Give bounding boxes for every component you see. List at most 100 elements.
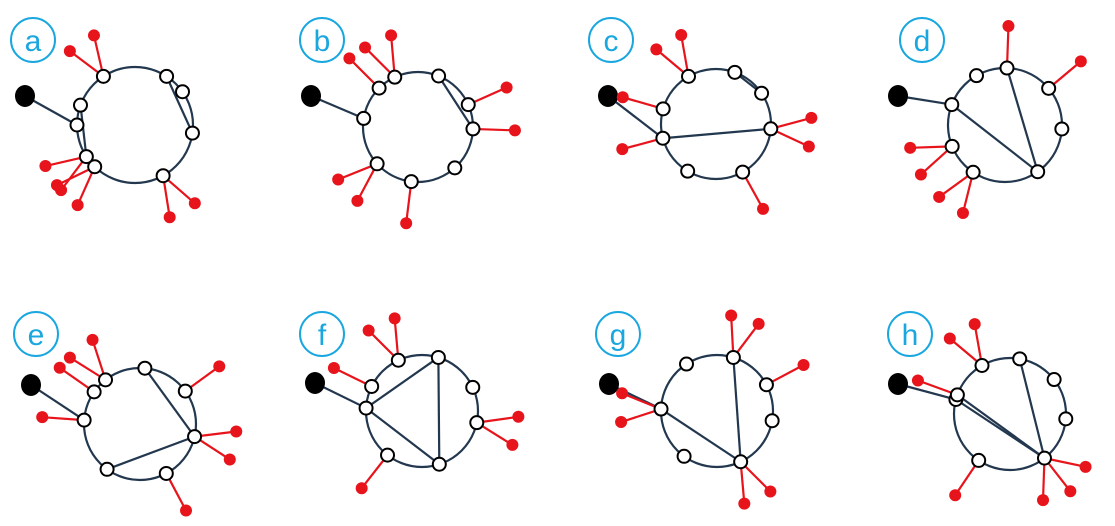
panel-d-label: d [914,25,931,58]
external-endpoint-b-3-0 [508,124,521,137]
external-endpoint-g-6-1 [615,416,628,429]
panel-g-label: g [610,319,627,352]
external-endpoint-b-0-0 [385,29,398,42]
loop-vertex-a-7 [69,117,85,133]
external-endpoint-e-7-0 [53,361,66,374]
external-endpoint-b-6-0 [332,173,345,186]
loop-vertex-f-2 [465,379,481,395]
panel-g-badge [595,311,641,357]
external-endpoint-c-4-0 [757,202,770,215]
external-endpoint-f-3-1 [512,410,525,423]
panel-h-label: h [902,319,919,352]
chord-g-1 [660,408,742,463]
loop-vertex-d-0 [969,68,984,84]
external-endpoint-c-7-0 [616,91,629,104]
panel-f: f [299,311,525,495]
loop-vertex-a-8 [72,97,88,113]
chord-f-2 [365,407,440,466]
loop-vertex-f-1 [430,349,446,365]
external-endpoint-c-3-1 [805,111,818,124]
panel-a-badge [10,17,56,63]
external-endpoint-d-5-0 [933,190,946,203]
external-endpoint-e-0-1 [63,351,76,364]
external-endpoint-c-0-1 [650,43,663,56]
loop-vertex-h-0 [974,358,990,374]
external-endpoint-e-6-0 [36,411,49,424]
loop-vertex-c-7 [655,101,671,117]
panel-c-label: c [604,25,619,58]
external-endpoint-d-1-0 [1002,20,1015,33]
panel-a: a [10,17,201,224]
loop-vertex-c-5 [680,163,696,179]
loop-vertex-h-3 [1058,411,1074,427]
loop-vertex-g-4 [733,454,749,470]
loop-vertex-a-0 [95,68,111,84]
external-endpoint-e-2-0 [213,360,226,373]
external-endpoint-g-2-0 [797,358,810,371]
loop-circle-g [659,353,775,469]
root-node-d [888,85,908,107]
external-endpoint-f-3-0 [506,438,519,451]
loop-vertex-e-5 [99,461,115,477]
loop-vertex-f-3 [469,415,485,431]
loop-vertex-g-2 [758,377,774,393]
loop-vertex-h-2 [1046,372,1062,388]
chord-g-0 [732,357,742,462]
loop-vertex-c-0 [681,68,696,84]
root-stem-e [30,384,85,422]
root-node-b [301,85,321,107]
external-endpoint-a-4-1 [188,197,201,210]
external-endpoint-e-4-0 [180,504,193,517]
external-endpoint-d-2-0 [1074,55,1087,68]
chord-a-1 [79,105,88,157]
loop-vertex-g-1 [725,349,741,365]
loop-vertex-e-0 [98,372,114,388]
panel-h: h [887,311,1092,507]
chord-a-0 [165,75,194,134]
chord-f-1 [365,356,440,409]
loop-vertex-c-6 [655,130,671,146]
external-endpoint-d-6-0 [904,141,917,154]
loop-vertex-c-2 [754,85,770,101]
root-node-g [599,373,619,395]
panel-c-badge [588,17,634,63]
external-endpoint-h-0-1 [943,332,956,345]
external-endpoint-h-7-0 [911,374,924,387]
chord-d-0 [1005,67,1039,173]
panel-b-label: b [314,25,331,58]
loop-vertex-e-7 [86,384,102,400]
loop-vertex-e-3 [187,429,203,445]
loop-vertex-f-4 [431,456,447,472]
external-endpoint-a-0-1 [63,45,76,58]
chord-d-1 [951,103,1039,173]
loop-vertex-b-0 [387,69,403,85]
loop-vertex-e-6 [76,412,92,428]
external-endpoint-c-6-0 [616,143,629,156]
external-endpoint-b-0-1 [359,41,372,54]
loop-vertex-b-3 [465,121,481,137]
panel-b-badge [299,17,345,63]
loop-vertex-f-6 [358,400,374,416]
loop-vertex-c-1 [727,64,743,80]
loop-vertex-b-8 [371,80,387,96]
chord-f-0 [437,357,441,465]
external-endpoint-a-6-0 [39,160,52,173]
external-endpoint-h-4-2 [1079,460,1092,473]
external-endpoint-f-0-1 [362,324,375,337]
panel-a-label: a [25,25,42,58]
external-endpoint-a-0-0 [87,29,100,42]
external-endpoint-b-5-0 [400,217,413,230]
external-endpoint-d-6-1 [914,168,927,181]
loop-vertex-b-2 [460,97,476,113]
external-endpoint-e-0-0 [86,333,99,346]
external-endpoint-h-0-0 [968,318,981,331]
external-endpoint-g-1-0 [752,317,765,330]
panel-f-label: f [318,319,327,352]
loop-vertex-a-3 [184,125,200,141]
external-endpoint-h-4-1 [1064,485,1077,498]
external-endpoint-g-1-1 [725,309,738,322]
external-endpoint-d-5-1 [956,207,969,220]
root-node-e [21,374,41,396]
external-endpoint-g-6-0 [616,387,629,400]
